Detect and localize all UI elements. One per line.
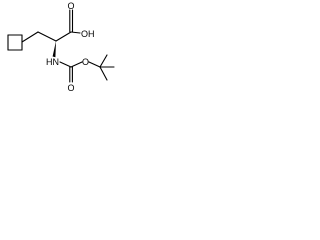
- carbonyl-oxygen-label: O: [68, 1, 75, 11]
- tbutyl-methyl-up-bond: [99, 54, 108, 68]
- boc-carbamate-group: O O: [59, 57, 101, 93]
- chemical-structure-diagram: O OH HN O O: [7, 1, 115, 93]
- amine-label: HN: [46, 57, 59, 67]
- hydroxyl-label: OH: [81, 29, 95, 39]
- alpha-to-carboxyl-bond: [55, 31, 72, 42]
- ch2-to-alpha-carbon-bond: [37, 31, 57, 42]
- tert-butyl-group: [99, 54, 115, 81]
- tbutyl-methyl-down-bond: [99, 66, 108, 81]
- carbamate-carbon-to-ester-oxygen-bond: [70, 61, 83, 68]
- ester-oxygen-label: O: [82, 57, 89, 67]
- carboxyl-to-hydroxyl-bond: [70, 31, 81, 34]
- ring-to-ch2-bond: [21, 31, 39, 43]
- carboxylic-acid-group: O OH: [55, 1, 95, 42]
- stereo-wedge-bond: [52, 41, 56, 58]
- ester-oxygen-to-quaternary-carbon-bond: [88, 61, 101, 68]
- cyclobutyl-ring: [7, 34, 23, 51]
- n-to-carbamate-carbon-bond: [59, 61, 72, 68]
- carbamate-carbonyl-oxygen-label: O: [68, 83, 75, 93]
